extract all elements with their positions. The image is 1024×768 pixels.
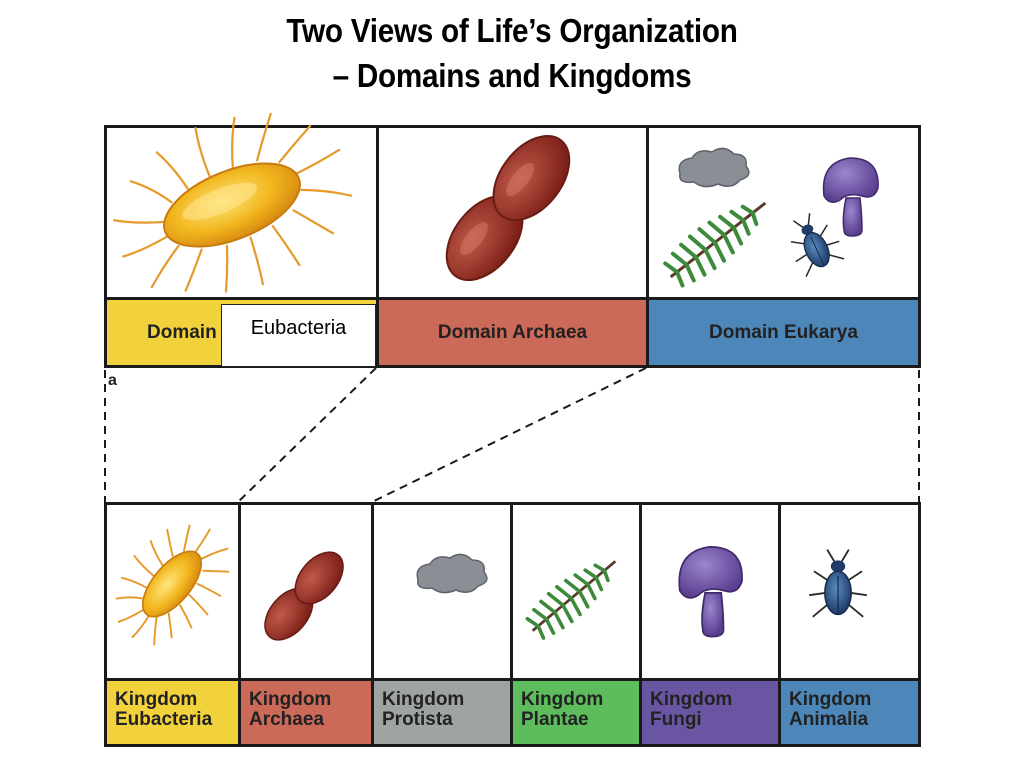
divider: [646, 128, 649, 365]
connector-lines: [104, 367, 920, 503]
domain-label-eukarya: Domain Eukarya: [649, 297, 918, 365]
page-title-line-1: Two Views of Life’s Organization: [286, 12, 738, 49]
bacterium-icon: [115, 524, 230, 646]
archaea-cell-icon: [264, 551, 344, 641]
mushroom-icon: [822, 157, 879, 237]
divider: [510, 505, 513, 744]
beetle-icon: [790, 213, 845, 277]
bacterium-icon: [113, 112, 353, 293]
divider: [371, 505, 374, 744]
archaea-cell-icon: [445, 134, 571, 282]
panel-letter: a: [108, 372, 117, 389]
domain-label-archaea: Domain Archaea: [379, 297, 646, 365]
beetle-icon: [809, 549, 867, 618]
fern-icon: [663, 201, 767, 288]
page-title-line-2: – Domains and Kingdoms: [332, 57, 692, 94]
mushroom-icon: [678, 546, 743, 638]
divider: [778, 505, 781, 744]
divider: [639, 505, 642, 744]
protist-icon: [678, 147, 750, 188]
protist-icon: [416, 553, 488, 594]
eubacteria-overlay-box: Eubacteria: [221, 304, 376, 367]
divider: [238, 505, 241, 744]
divider: [376, 128, 379, 365]
fern-icon: [525, 560, 617, 640]
